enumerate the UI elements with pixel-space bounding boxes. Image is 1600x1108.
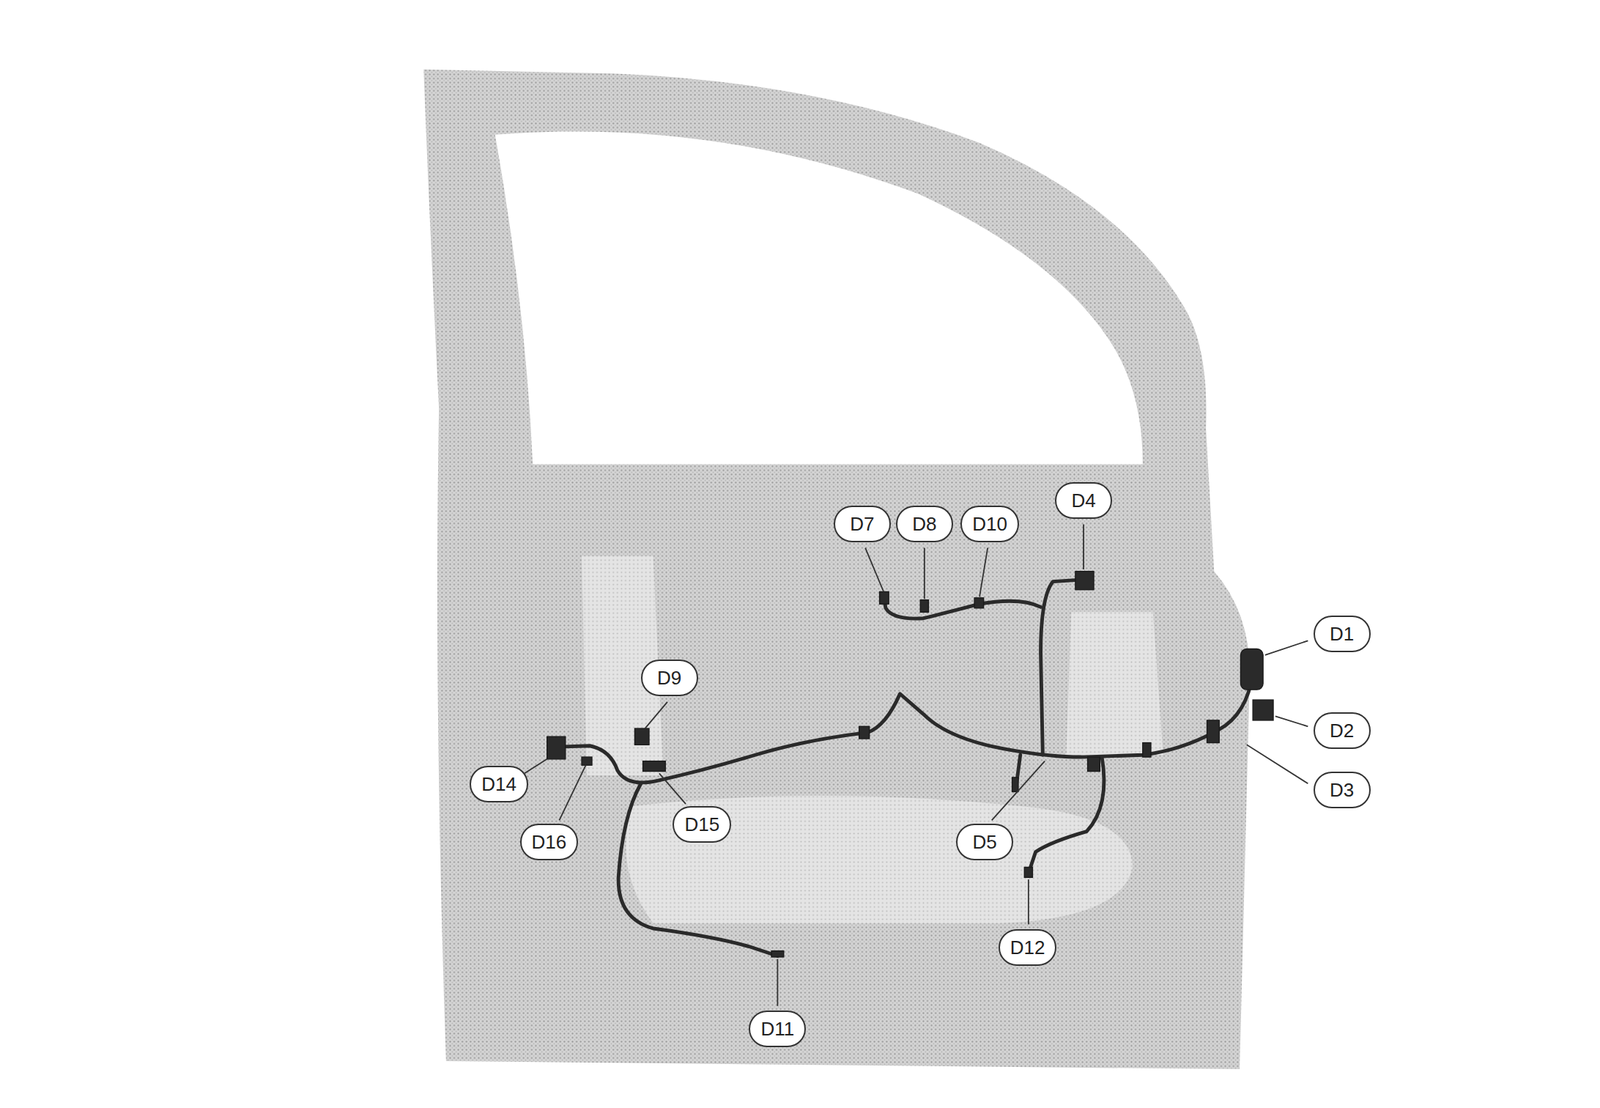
connector	[1252, 699, 1274, 721]
callout-bubble: D10	[960, 505, 1020, 543]
callout-number: D7	[845, 512, 880, 535]
connector	[771, 950, 784, 957]
leader-line	[644, 701, 668, 729]
inner-panel	[1065, 611, 1163, 755]
leader-line	[979, 547, 988, 598]
wire-branch	[1041, 579, 1084, 755]
callout-bubble: D8	[895, 505, 954, 543]
wire-branch	[1028, 756, 1105, 874]
connector	[1240, 648, 1264, 690]
connector	[920, 600, 929, 613]
callout-number: D2	[1325, 719, 1359, 742]
connector	[859, 726, 870, 739]
connector	[1012, 777, 1019, 792]
connector	[547, 736, 566, 759]
callout-number: D12	[1010, 936, 1046, 959]
wire-branch	[883, 595, 1041, 619]
callout-bubble: D16	[520, 823, 579, 861]
leader-line	[1265, 640, 1308, 655]
callout-bubble: D5	[956, 823, 1014, 861]
leader-line	[923, 547, 926, 600]
callout-bubble: D14	[469, 765, 529, 803]
wire-branch	[618, 783, 778, 956]
callout-bubble: D15	[672, 805, 732, 843]
leader-line	[558, 764, 586, 820]
callout-bubble: D1	[1313, 615, 1371, 653]
callout-number: D10	[972, 512, 1008, 535]
door-panel	[423, 69, 1250, 1069]
callout-bubble: D3	[1313, 771, 1371, 809]
callout-number: D8	[907, 512, 942, 535]
leader-line	[776, 958, 779, 1006]
leader-line	[1082, 524, 1085, 570]
leader-line	[1246, 744, 1309, 784]
callout-bubble: D4	[1054, 482, 1113, 519]
callout-bubble: D12	[998, 928, 1058, 966]
callout-number: D4	[1066, 489, 1101, 512]
callout-number: D11	[760, 1017, 795, 1040]
leader-line	[865, 547, 884, 592]
connector	[581, 756, 592, 765]
connector	[1142, 742, 1151, 757]
connector	[974, 597, 984, 609]
callout-number: D1	[1325, 622, 1359, 645]
connector	[1075, 571, 1094, 590]
leader-line	[524, 758, 548, 773]
leader-line	[991, 761, 1045, 821]
callout-number: D5	[967, 830, 1002, 853]
connector	[1024, 866, 1033, 877]
callout-bubble: D9	[641, 659, 699, 696]
connector	[879, 591, 890, 605]
callout-bubble: D7	[833, 505, 891, 543]
leader-line	[1275, 715, 1309, 727]
callout-number: D9	[652, 666, 687, 689]
callout-number: D16	[531, 830, 568, 853]
connector	[1087, 756, 1101, 771]
callout-number: D14	[481, 772, 517, 795]
callout-number: D3	[1325, 778, 1359, 801]
connector	[643, 761, 666, 772]
callout-bubble: D2	[1313, 712, 1371, 749]
callout-bubble: D11	[748, 1010, 806, 1047]
connector	[634, 728, 649, 745]
window-opening	[495, 131, 1143, 464]
leader-line	[1027, 879, 1030, 924]
connector	[1207, 720, 1220, 743]
callout-number: D15	[684, 813, 720, 836]
inner-panel	[625, 795, 1132, 924]
leader-line	[659, 772, 686, 804]
